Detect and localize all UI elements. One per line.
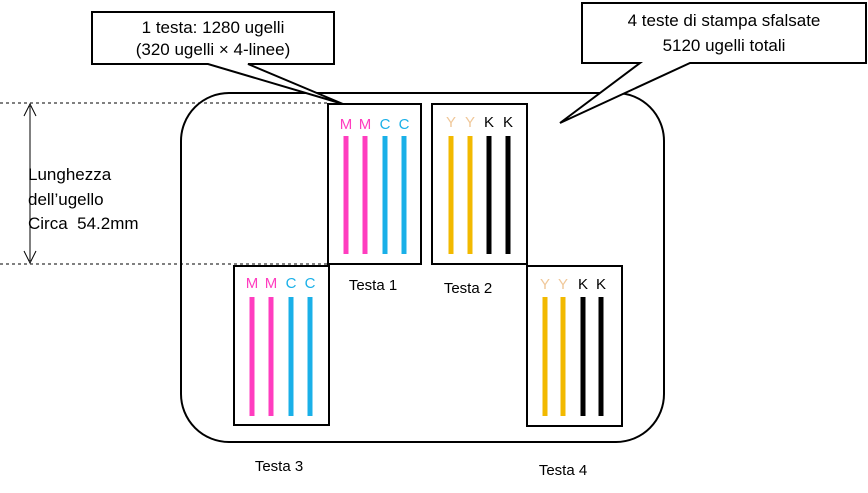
- print-head-label: Testa 3: [255, 458, 303, 475]
- nozzle-row-stripe: [343, 136, 349, 254]
- nozzle-row-stripe: [288, 297, 294, 416]
- dimension-label-line1: Lunghezza: [28, 165, 112, 184]
- nozzle-row-letter: K: [503, 114, 513, 131]
- nozzle-row-letter: Y: [540, 276, 550, 293]
- print-head-frame: [431, 103, 528, 265]
- callout-head-line1: 1 testa: 1280 ugelli: [142, 18, 285, 37]
- nozzle-row-stripe: [560, 297, 566, 416]
- nozzle-row-stripe: [486, 136, 492, 254]
- print-head-label: Testa 4: [539, 462, 587, 479]
- nozzle-row-stripe: [505, 136, 511, 254]
- dimension-arrow-head-bottom: [23, 250, 37, 265]
- nozzle-row-stripe: [249, 297, 255, 416]
- nozzle-row-letter: Y: [465, 114, 475, 131]
- nozzle-row-stripe: [382, 136, 388, 254]
- nozzle-row-letter: C: [380, 116, 391, 133]
- carriage-outline: [180, 92, 665, 443]
- nozzle-row-letter: K: [578, 276, 588, 293]
- print-head-label: Testa 1: [349, 277, 397, 294]
- callout-total-line1: 4 teste di stampa sfalsate: [628, 11, 821, 30]
- nozzle-row-letter: C: [305, 275, 316, 292]
- nozzle-row-letter: M: [246, 275, 259, 292]
- nozzle-row-letter: M: [265, 275, 278, 292]
- nozzle-row-letter: M: [340, 116, 353, 133]
- nozzle-row-letter: C: [399, 116, 410, 133]
- nozzle-row-stripe: [362, 136, 368, 254]
- nozzle-row-stripe: [307, 297, 313, 416]
- nozzle-row-letter: Y: [558, 276, 568, 293]
- dimension-arrow-head-top: [23, 102, 37, 117]
- callout-head-line2: (320 ugelli × 4-linee): [136, 40, 291, 59]
- nozzle-row-stripe: [542, 297, 548, 416]
- nozzle-row-letter: K: [596, 276, 606, 293]
- nozzle-row-stripe: [580, 297, 586, 416]
- nozzle-row-letter: C: [286, 275, 297, 292]
- print-head-label: Testa 2: [444, 280, 492, 297]
- nozzle-row-letter: Y: [446, 114, 456, 131]
- nozzle-row-stripe: [448, 136, 454, 254]
- callout-total-info: [559, 2, 867, 124]
- dimension-label-line2: dell’ugello: [28, 190, 104, 209]
- callout-head-info: [91, 11, 344, 105]
- nozzle-row-stripe: [598, 297, 604, 416]
- callout-total-line2: 5120 ugelli totali: [663, 36, 786, 55]
- nozzle-row-stripe: [268, 297, 274, 416]
- nozzle-row-stripe: [401, 136, 407, 254]
- nozzle-row-letter: K: [484, 114, 494, 131]
- nozzle-row-stripe: [467, 136, 473, 254]
- dimension-label-line3: Circa 54.2mm: [28, 214, 139, 233]
- nozzle-row-letter: M: [359, 116, 372, 133]
